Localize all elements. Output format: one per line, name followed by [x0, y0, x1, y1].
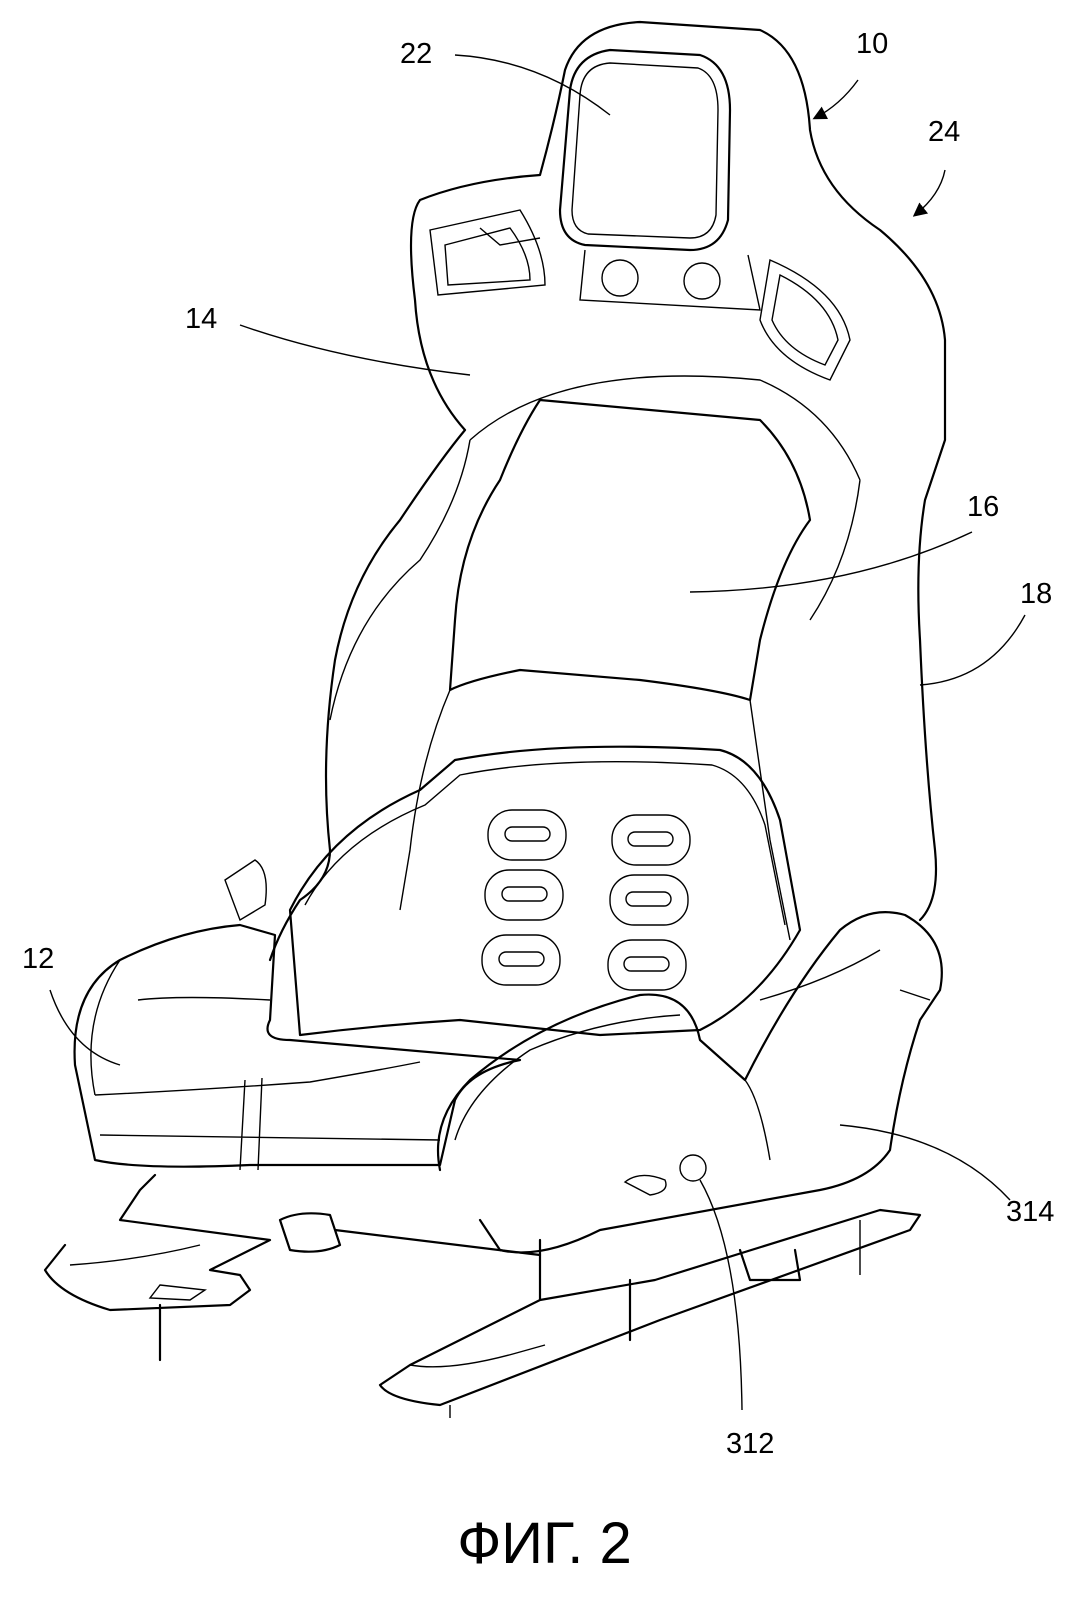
- label-22: 22: [400, 38, 433, 70]
- figure-caption: ФИГ. 2: [457, 1511, 632, 1576]
- seat-rails: [378, 1208, 922, 1407]
- leader-12: [49, 989, 121, 1066]
- label-16: 16: [967, 491, 1000, 523]
- arrow-24: [912, 169, 946, 217]
- leader-314: [839, 1124, 1011, 1201]
- side-trim: [436, 911, 943, 1254]
- leader-16: [689, 531, 973, 593]
- headrest-outline: [558, 48, 732, 252]
- label-18: 18: [1020, 578, 1053, 610]
- leader-18: [919, 614, 1026, 686]
- seatback-outline: [268, 20, 947, 962]
- label-12: 12: [22, 943, 55, 975]
- label-10: 10: [856, 28, 889, 60]
- leader-312: [699, 1179, 743, 1411]
- back-panel: [448, 398, 812, 702]
- label-14: 14: [185, 303, 218, 335]
- arrow-10: [812, 79, 859, 120]
- label-24: 24: [928, 116, 961, 148]
- label-312: 312: [726, 1428, 775, 1460]
- label-314: 314: [1006, 1196, 1055, 1228]
- ventilation-holes: [481, 809, 691, 991]
- seat-cushion: [73, 923, 522, 1168]
- leader-22: [454, 54, 611, 116]
- leader-14: [239, 324, 471, 376]
